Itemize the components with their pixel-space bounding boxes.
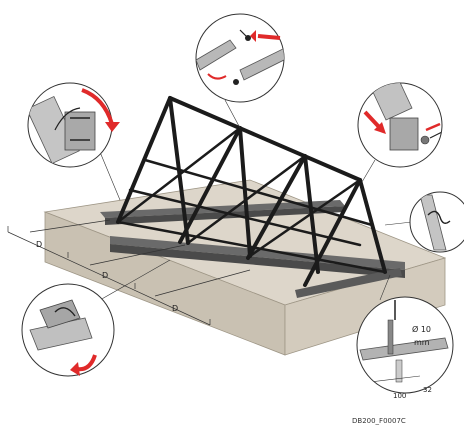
bolt-unit-label: mm: [414, 338, 430, 347]
spacing-label-2: D: [102, 271, 108, 280]
rotate-arrow-icon: [207, 73, 227, 80]
distance-b-label: 32: [423, 386, 432, 394]
spacing-label-1: D: [36, 240, 42, 249]
bolt-diameter-label: Ø 10: [412, 324, 431, 334]
detail-anchor-bolt: Ø 10 mm 100 32: [356, 296, 454, 400]
bolt-arrow-icon: [425, 122, 441, 132]
detail-connector-top: [195, 13, 285, 103]
spacing-label-3: D: [172, 304, 178, 313]
dimension-lines: [7, 219, 251, 326]
rotation-arrow-icon-2: [76, 354, 97, 372]
drawing-code: DB200_F0007C: [352, 417, 406, 425]
cross-bracing: [116, 126, 387, 274]
push-arrow-icon: [257, 34, 281, 40]
distance-a-label: 100: [393, 392, 406, 400]
detail-clip-top-left: [27, 82, 120, 168]
insert-arrow-icon: [363, 110, 382, 130]
detail-leaders: [99, 99, 413, 301]
detail-bracket-right: [357, 82, 443, 168]
detail-clip-bottom-left: [21, 283, 115, 377]
rotation-arrow-icon: [81, 88, 114, 125]
detail-hook-clip: [409, 191, 464, 253]
